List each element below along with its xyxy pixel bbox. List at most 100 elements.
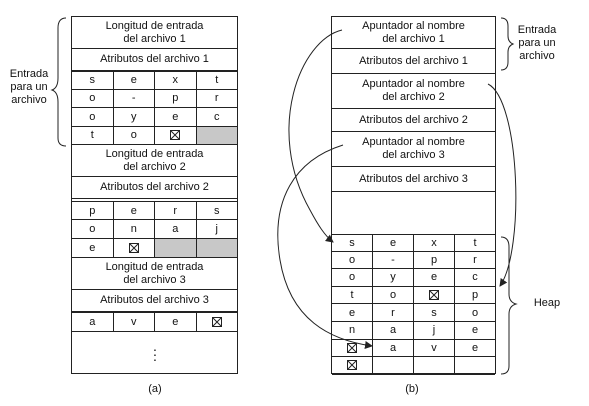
entry-3-attributes-b: Atributos del archivo 3 [332, 167, 495, 192]
char-cell: e [72, 239, 114, 257]
pointer-arrow-icon [277, 144, 373, 349]
entry-1-attributes: Atributos del archivo 1 [72, 49, 237, 71]
terminator-cell [155, 126, 197, 144]
curly-brace-icon [50, 17, 67, 147]
boxed-x-icon [347, 342, 357, 353]
char-cell: c [214, 110, 220, 123]
char-row: o-p r [332, 251, 495, 270]
char-cell: n [114, 220, 155, 238]
char-row [332, 357, 495, 375]
char-cell: o [72, 108, 114, 126]
char-cell: a [373, 322, 414, 339]
char-cell: s [214, 204, 220, 217]
char-cell: e [155, 313, 197, 331]
char-cell: e [373, 235, 414, 251]
char-cell: s [72, 72, 114, 89]
char-cell: s [414, 304, 455, 321]
padding-cell [196, 126, 237, 144]
char-cell: t [215, 74, 219, 87]
char-cell [414, 357, 455, 374]
entry-1-attributes-b: Atributos del archivo 1 [332, 49, 495, 74]
caption-a: (a) [148, 383, 162, 395]
char-cell: t [473, 236, 477, 249]
char-cell: e [332, 304, 373, 321]
char-cell: o [332, 251, 373, 269]
boxed-x-icon [128, 243, 139, 253]
char-cell: a [155, 220, 197, 238]
char-cell: r [214, 92, 219, 105]
char-cell: v [414, 339, 455, 357]
boxed-x-icon [211, 317, 222, 327]
char-cell: a [72, 313, 114, 331]
char-cell: e [155, 108, 197, 126]
entry-2-name-pointer: Apuntador al nombre del archivo 2 [332, 74, 495, 109]
boxed-x-icon [347, 360, 357, 371]
char-cell: e [114, 202, 155, 219]
char-cell: v [114, 313, 155, 331]
entry-3-attributes: Atributos del archivo 3 [72, 290, 237, 312]
char-cell: t [332, 286, 373, 304]
char-cell: o [373, 286, 414, 304]
heap-label: Heap [533, 297, 561, 309]
char-cell: y [114, 108, 155, 126]
char-cell: j [215, 223, 218, 235]
diagram-b-directory: Apuntador al nombre del archivo 1 Atribu… [331, 16, 496, 375]
entry-2-attributes: Atributos del archivo 2 [72, 177, 237, 199]
char-cell: x [414, 235, 455, 251]
padding-cell [155, 239, 197, 257]
entry-1-length: Longitud de entrada del archivo 1 [72, 17, 237, 49]
char-cell: e [471, 324, 479, 337]
char-cell: r [373, 304, 414, 321]
char-cell: e [114, 72, 155, 89]
entry-1-name-pointer: Apuntador al nombre del archivo 1 [332, 17, 495, 49]
char-cell: r [473, 253, 477, 266]
char-cell: o [471, 306, 479, 319]
char-cell: e [414, 269, 455, 286]
left-entry-label: Entrada para un archivo [9, 68, 49, 106]
char-cell: - [373, 251, 414, 269]
char-row: e [72, 239, 237, 258]
caption-b: (b) [405, 383, 419, 395]
char-cell: p [155, 89, 197, 107]
char-cell: y [373, 269, 414, 286]
char-cell: p [471, 289, 479, 302]
boxed-x-icon [429, 290, 439, 301]
entry-3-name-pointer: Apuntador al nombre del archivo 3 [332, 132, 495, 167]
char-cell: r [155, 202, 197, 219]
padding-cell [196, 239, 237, 257]
char-cell: e [471, 341, 479, 354]
char-cell: n [332, 322, 373, 339]
char-cell: x [155, 72, 197, 89]
curly-brace-icon [500, 236, 518, 375]
char-cell: a [373, 339, 414, 357]
pointer-arrow-icon [487, 83, 517, 287]
char-cell: t [72, 126, 114, 144]
terminator-cell [197, 313, 238, 331]
char-cell: p [414, 251, 455, 269]
char-cell: o [114, 126, 155, 144]
entry-2-attributes-b: Atributos del archivo 2 [332, 109, 495, 132]
entry-3-length: Longitud de entrada del archivo 3 [72, 258, 237, 290]
char-cell: c [472, 271, 478, 284]
right-entry-label: Entrada para un archivo [517, 24, 557, 62]
char-cell: j [414, 322, 455, 339]
curly-brace-icon [500, 17, 515, 71]
char-cell: s [332, 235, 373, 251]
